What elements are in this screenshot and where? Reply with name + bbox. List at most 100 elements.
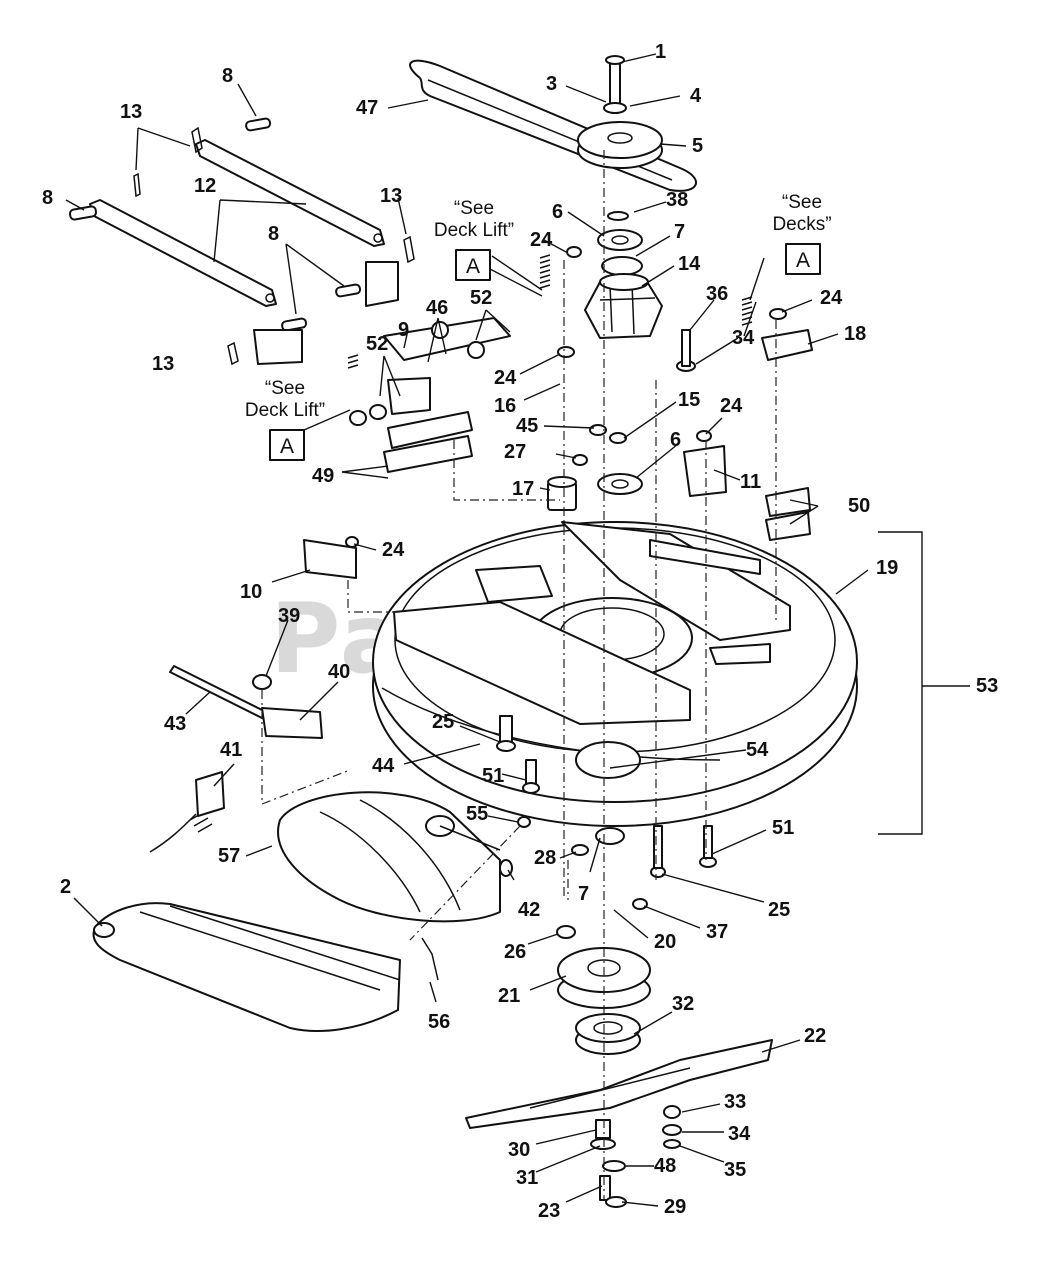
callout-6b: 6 — [670, 429, 681, 451]
callout-32: 32 — [672, 993, 694, 1015]
bushings-nuts — [252, 246, 787, 939]
callout-52b: 52 — [366, 333, 388, 355]
callout-43: 43 — [164, 713, 186, 735]
callout-21: 21 — [498, 985, 520, 1007]
callout-numbers: 1 2 3 4 5 6 6 7 7 8 8 8 9 10 11 12 13 13… — [42, 41, 998, 1222]
callout-12: 12 — [194, 175, 216, 197]
callout-17: 17 — [512, 478, 534, 500]
callout-8b: 8 — [42, 187, 53, 209]
brackets — [253, 261, 813, 579]
callout-10: 10 — [240, 581, 262, 603]
callout-46: 46 — [426, 297, 448, 319]
link-rods — [89, 139, 385, 307]
ref-box-a-upper-letter: A — [466, 255, 480, 278]
callout-40: 40 — [328, 661, 350, 683]
callout-11: 11 — [740, 471, 761, 493]
callout-48: 48 — [654, 1155, 676, 1177]
note-line: “See — [265, 378, 305, 399]
callout-37: 37 — [706, 921, 728, 943]
callout-50: 50 — [848, 495, 870, 517]
callout-33: 33 — [724, 1091, 746, 1113]
callout-8c: 8 — [268, 223, 279, 245]
callout-16: 16 — [494, 395, 516, 417]
callout-24e: 24 — [382, 539, 405, 561]
callout-3: 3 — [546, 73, 557, 95]
hairpin-clips — [133, 126, 415, 366]
callout-41: 41 — [220, 739, 242, 761]
spindle-housing — [584, 273, 663, 339]
callout-13a: 13 — [120, 101, 142, 123]
callout-51b: 51 — [772, 817, 794, 839]
assembly-bracket-53 — [878, 531, 970, 835]
ref-box-a-upper — [455, 249, 491, 281]
ref-box-a-decks-letter: A — [796, 249, 810, 272]
ref-box-a-lower-letter: A — [280, 435, 294, 458]
callout-49: 49 — [312, 465, 334, 487]
callout-18: 18 — [844, 323, 866, 345]
deflector — [92, 902, 401, 1032]
ref-box-a-decks — [785, 243, 821, 275]
callout-24d: 24 — [720, 395, 743, 417]
callout-30: 30 — [508, 1139, 530, 1161]
note-line: Deck Lift” — [245, 400, 325, 421]
callout-19: 19 — [876, 557, 898, 579]
chute-rod-assembly — [149, 665, 323, 853]
callout-34a: 34 — [732, 327, 755, 349]
callout-15: 15 — [678, 389, 700, 411]
callout-28: 28 — [534, 847, 556, 869]
note-line: Deck Lift” — [434, 220, 514, 241]
callout-6: 6 — [552, 201, 563, 223]
callout-38: 38 — [666, 189, 688, 211]
callout-56: 56 — [428, 1011, 450, 1033]
callout-25a: 25 — [432, 711, 454, 733]
callout-52a: 52 — [470, 287, 492, 309]
callout-53: 53 — [976, 675, 998, 697]
callout-39: 39 — [278, 605, 300, 627]
leader-lines — [65, 53, 869, 1207]
callout-27: 27 — [504, 441, 526, 463]
callout-25b: 25 — [768, 899, 790, 921]
callout-31: 31 — [516, 1167, 538, 1189]
callout-35: 35 — [724, 1159, 746, 1181]
alignment-lines — [261, 150, 777, 1200]
callout-7: 7 — [674, 221, 685, 243]
callout-23: 23 — [538, 1200, 560, 1222]
callout-44: 44 — [372, 755, 395, 777]
note-line: “See — [454, 198, 494, 219]
callout-4: 4 — [690, 85, 702, 107]
note-line: Decks” — [772, 214, 831, 235]
callout-1: 1 — [655, 41, 666, 63]
pins — [68, 117, 362, 332]
discharge-chute — [277, 791, 513, 981]
callout-22: 22 — [804, 1025, 826, 1047]
callout-47: 47 — [356, 97, 378, 119]
callout-9: 9 — [398, 319, 409, 341]
callout-54: 54 — [746, 739, 769, 761]
callout-24c: 24 — [494, 367, 517, 389]
callout-7b: 7 — [578, 883, 589, 905]
callout-57: 57 — [218, 845, 240, 867]
callout-45: 45 — [516, 415, 538, 437]
mower-blade — [465, 1039, 773, 1129]
callout-8a: 8 — [222, 65, 233, 87]
callout-36: 36 — [706, 283, 728, 305]
callout-55: 55 — [466, 803, 488, 825]
callout-5: 5 — [692, 135, 703, 157]
callout-34b: 34 — [728, 1123, 751, 1145]
callout-20: 20 — [654, 931, 676, 953]
callout-42: 42 — [518, 899, 540, 921]
callout-24b: 24 — [820, 287, 843, 309]
mower-deck — [372, 521, 858, 869]
callout-14: 14 — [678, 253, 701, 275]
callout-2: 2 — [60, 876, 71, 898]
springs — [189, 254, 753, 833]
callout-26: 26 — [504, 941, 526, 963]
